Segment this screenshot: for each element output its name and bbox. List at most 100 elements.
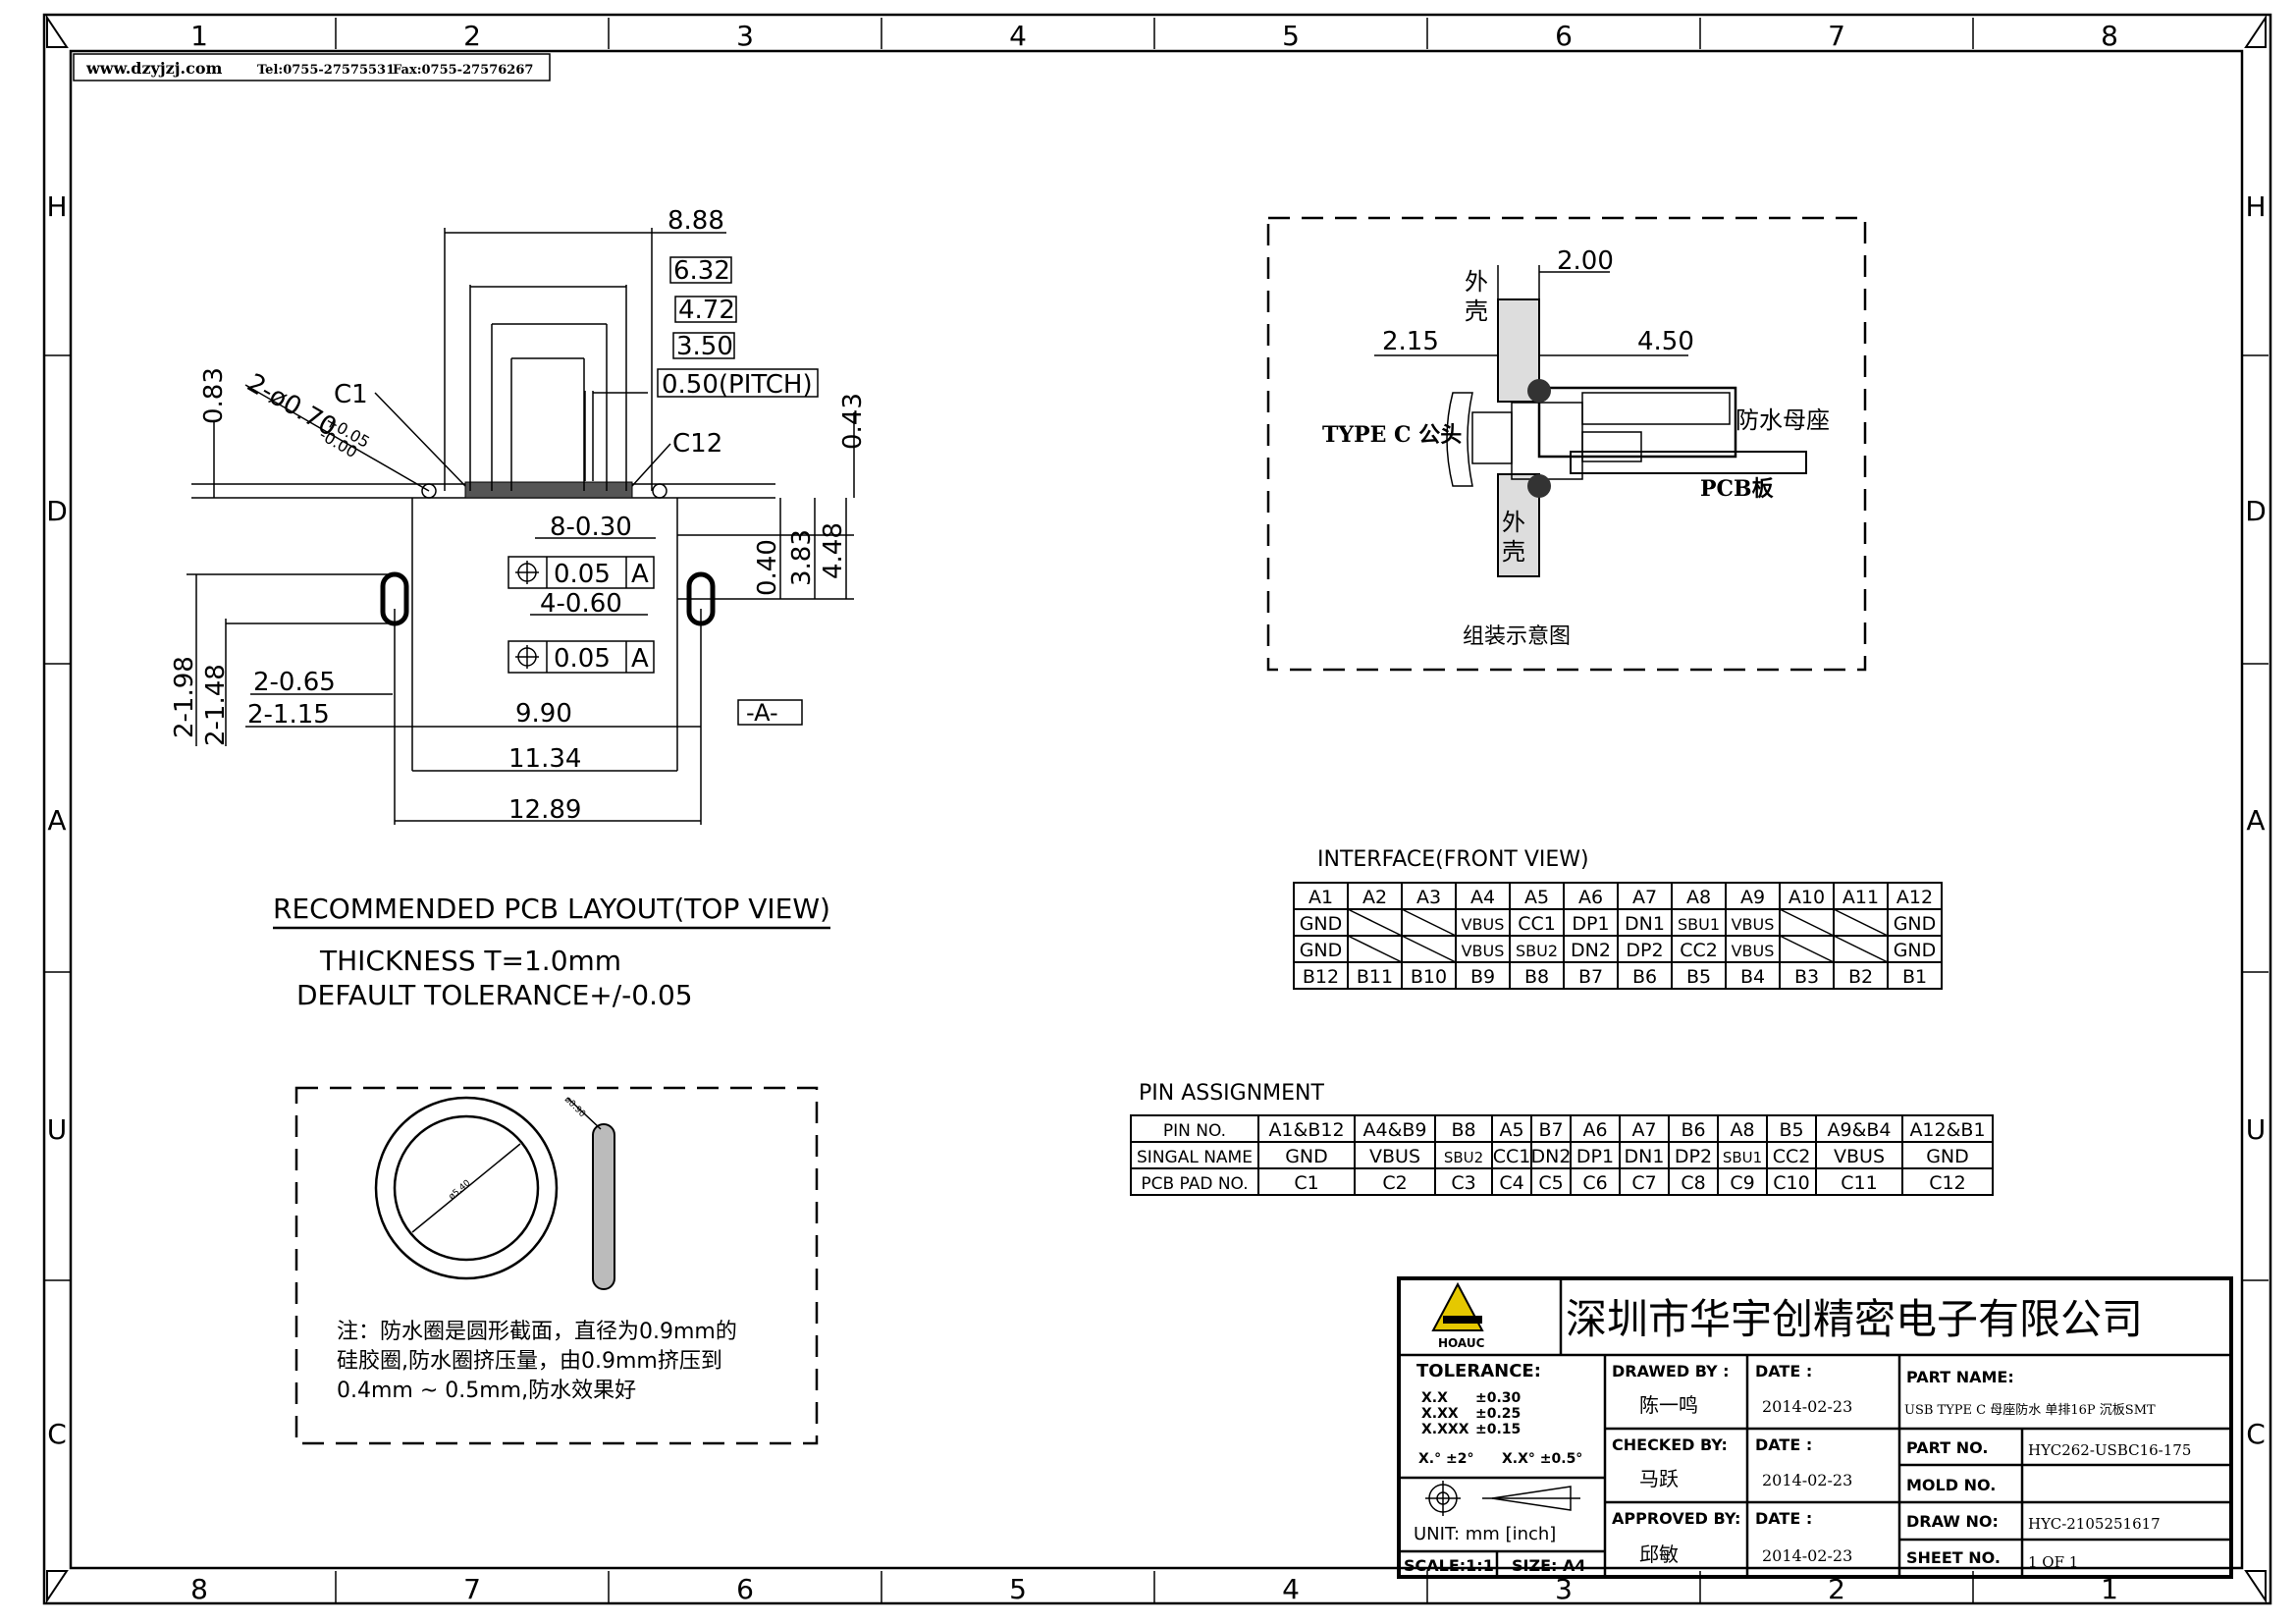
interface-cell-text: SBU1 bbox=[1678, 915, 1720, 934]
dim-4-48: 4.48 bbox=[819, 522, 848, 579]
pin-cell-text: GND bbox=[1285, 1146, 1328, 1167]
zone-number: 7 bbox=[463, 1573, 481, 1605]
zone-number: 6 bbox=[1555, 20, 1573, 52]
interface-cell-text: B11 bbox=[1357, 966, 1393, 988]
approved-by-label: APPROVED BY: bbox=[1612, 1509, 1740, 1528]
dim-4-72: 4.72 bbox=[678, 296, 735, 325]
interface-cell-text: CC1 bbox=[1518, 913, 1556, 935]
interface-cell-text: DN2 bbox=[1571, 940, 1611, 961]
zone-number: 8 bbox=[2101, 20, 2118, 52]
socket-label: 防水母座 bbox=[1735, 406, 1830, 434]
pin-cell-text: C12 bbox=[1929, 1172, 1965, 1194]
zone-letter: C bbox=[2246, 1418, 2266, 1450]
size: SIZE: A4 bbox=[1512, 1556, 1586, 1575]
drawing-frame: 1 2 3 4 5 6 7 8 8 7 6 5 4 3 2 1 H D A U … bbox=[42, 13, 2272, 1605]
zone-letter: H bbox=[2245, 190, 2266, 223]
interface-cell-text: A1 bbox=[1308, 887, 1333, 908]
interface-cell-text: VBUS bbox=[1732, 915, 1775, 934]
pin-cell-text: C6 bbox=[1582, 1172, 1607, 1194]
pin-cell-text: VBUS bbox=[1369, 1146, 1420, 1167]
interface-cell-text: GND bbox=[1894, 913, 1937, 935]
interface-cell-text: A6 bbox=[1578, 887, 1603, 908]
unit: UNIT: mm [inch] bbox=[1414, 1524, 1556, 1544]
dim-8-88: 8.88 bbox=[667, 206, 724, 236]
pin-cell-text: C7 bbox=[1631, 1172, 1656, 1194]
gdt-datum: A bbox=[631, 644, 649, 674]
mold-no-label: MOLD NO. bbox=[1906, 1476, 1996, 1494]
angle-tol: X.X° ±0.5° bbox=[1502, 1451, 1582, 1467]
zone-number: 8 bbox=[190, 1573, 208, 1605]
contact-header: www.dzyjzj.com Tel:0755-27575531 Fax:075… bbox=[73, 53, 551, 81]
label-c12: C12 bbox=[672, 429, 722, 459]
zone-letter: C bbox=[47, 1418, 67, 1450]
dim-2-1-15: 2-1.15 bbox=[247, 700, 330, 730]
dim-11-34: 11.34 bbox=[508, 744, 581, 774]
plug bbox=[1446, 392, 1473, 487]
pin-cell-text: CC2 bbox=[1773, 1146, 1811, 1167]
oring-dia: ø5.40 bbox=[448, 1178, 473, 1202]
zone-number: 2 bbox=[463, 20, 481, 52]
interface-cell-text: A3 bbox=[1416, 887, 1441, 908]
interface-cell-text: A2 bbox=[1362, 887, 1387, 908]
pin-cell-text: A12&B1 bbox=[1909, 1119, 1985, 1141]
shell-bottom-label: 壳 bbox=[1502, 538, 1525, 566]
zone-letter: D bbox=[46, 495, 68, 527]
tol-key: X.X bbox=[1421, 1390, 1448, 1406]
pin-cell-text: SINGAL NAME bbox=[1137, 1148, 1253, 1167]
pcb-label: PCB板 bbox=[1700, 476, 1775, 502]
pin-cell-text: GND bbox=[1926, 1146, 1969, 1167]
projection-symbol-icon bbox=[1425, 1481, 1580, 1516]
pin-cell-text: A7 bbox=[1631, 1119, 1656, 1141]
interface-cell-text: B6 bbox=[1632, 966, 1657, 988]
tolerance-note: DEFAULT TOLERANCE+/-0.05 bbox=[296, 979, 693, 1011]
tol-key: X.XXX bbox=[1421, 1422, 1469, 1437]
pin-cell-text: SBU1 bbox=[1723, 1149, 1762, 1166]
tolerance-label: TOLERANCE: bbox=[1416, 1361, 1541, 1381]
empty-cell-slash bbox=[1779, 935, 1835, 963]
oring-section bbox=[592, 1123, 615, 1290]
date-checked: 2014-02-23 bbox=[1762, 1471, 1852, 1489]
dim-2-1-98: 2-1.98 bbox=[170, 656, 199, 738]
pin-cell-text: PCB PAD NO. bbox=[1141, 1174, 1248, 1194]
interface-cell-text: B8 bbox=[1524, 966, 1549, 988]
zone-letter: H bbox=[46, 190, 67, 223]
dim-12-89: 12.89 bbox=[508, 795, 581, 825]
pad-row bbox=[464, 481, 633, 499]
empty-cell-slash bbox=[1347, 935, 1403, 963]
shell-bottom-label: 外 bbox=[1502, 509, 1525, 536]
date-drawn: 2014-02-23 bbox=[1762, 1397, 1852, 1416]
pin-cell-text: C11 bbox=[1841, 1172, 1877, 1194]
interface-cell-text: B3 bbox=[1794, 966, 1819, 988]
tel: Tel:0755-27575531 bbox=[257, 63, 395, 78]
pin-cell-text: A4&B9 bbox=[1362, 1119, 1426, 1141]
dim-2-15: 2.15 bbox=[1382, 327, 1439, 356]
dim-9-90: 9.90 bbox=[515, 699, 572, 729]
zone-letter: A bbox=[47, 804, 66, 837]
socket bbox=[1537, 386, 1737, 459]
website: www.dzyjzj.com bbox=[85, 59, 223, 78]
assembly-caption: 组装示意图 bbox=[1463, 624, 1571, 649]
pin-cell-text: A1&B12 bbox=[1268, 1119, 1344, 1141]
pin-cell-text: VBUS bbox=[1834, 1146, 1885, 1167]
interface-cell-text: SBU2 bbox=[1516, 942, 1558, 960]
layout-title: RECOMMENDED PCB LAYOUT(TOP VIEW) bbox=[273, 893, 830, 925]
pin-cell-text: A5 bbox=[1499, 1119, 1523, 1141]
tol-value: ±0.25 bbox=[1475, 1406, 1521, 1422]
drawed-by: 陈一鸣 bbox=[1639, 1393, 1698, 1417]
zone-number: 4 bbox=[1009, 20, 1027, 52]
zone-number: 4 bbox=[1282, 1573, 1300, 1605]
dim-pads-8: 8-0.30 bbox=[550, 513, 632, 542]
interface-cell-text: GND bbox=[1300, 913, 1343, 935]
interface-cell bbox=[1887, 961, 1943, 990]
dim-0-43: 0.43 bbox=[838, 393, 868, 450]
pin-cell-text: CC1 bbox=[1493, 1146, 1531, 1167]
assembly-diagram: 2.00 2.15 4.50 外 壳 外 壳 TYPE C 公头 防水母座 PC… bbox=[1266, 216, 1867, 672]
company-name: 深圳市华宇创精密电子有限公司 bbox=[1566, 1295, 2143, 1343]
interface-cell-text: GND bbox=[1894, 940, 1937, 961]
gdt-frame-1: 0.05 A bbox=[507, 556, 655, 589]
company-logo: HOAUC bbox=[1431, 1281, 1485, 1350]
interface-cell-text: A4 bbox=[1470, 887, 1495, 908]
interface-cell-text: B4 bbox=[1740, 966, 1765, 988]
